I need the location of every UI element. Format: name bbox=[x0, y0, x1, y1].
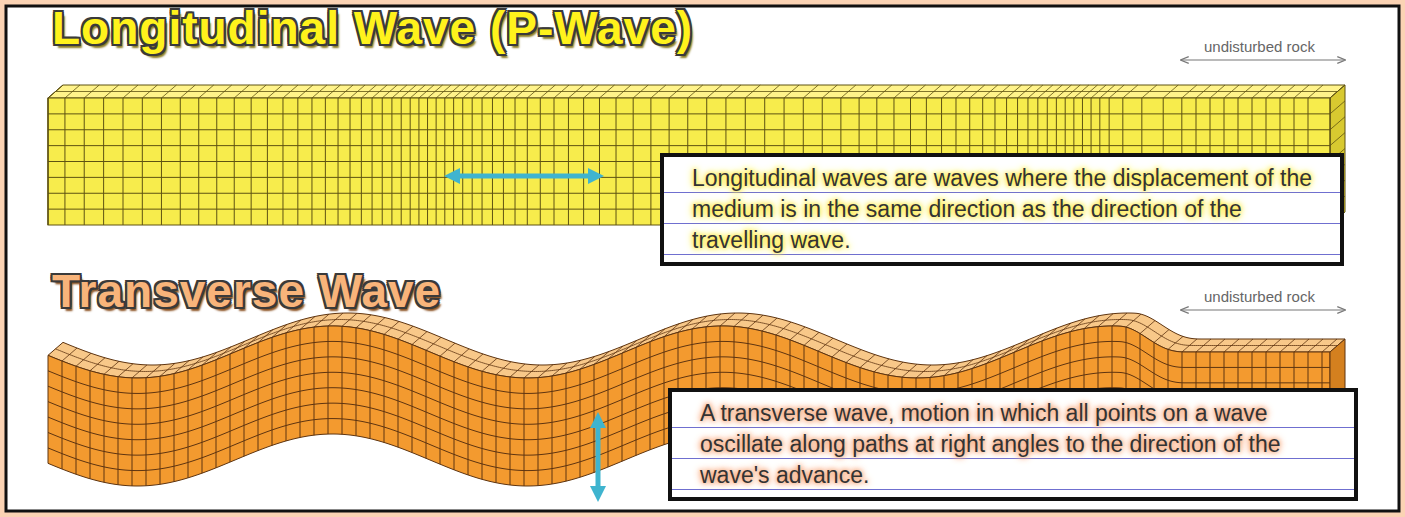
grid-line bbox=[314, 327, 315, 435]
grid-line bbox=[384, 334, 385, 442]
grid-line bbox=[300, 329, 301, 437]
grid-line bbox=[216, 360, 217, 468]
grid-line bbox=[174, 374, 175, 482]
grid-line bbox=[62, 361, 63, 469]
grid-line bbox=[48, 113, 1330, 114]
grid-line bbox=[664, 337, 665, 445]
grid-line bbox=[328, 326, 329, 434]
definition-box: A transverse wave, motion in which all p… bbox=[668, 388, 1358, 501]
definition-box: Longitudinal waves are waves where the d… bbox=[660, 153, 1344, 266]
section-heading: Transverse Wave bbox=[52, 266, 441, 317]
grid-line bbox=[608, 359, 609, 467]
grid-line bbox=[118, 377, 119, 485]
frame bbox=[6, 6, 1399, 511]
grid-line bbox=[454, 362, 455, 470]
grid-line bbox=[272, 337, 273, 445]
extent-arrow bbox=[1182, 309, 1344, 310]
grid-line bbox=[510, 377, 511, 485]
grid-line bbox=[440, 356, 441, 464]
grid-line bbox=[244, 348, 245, 456]
grid-line bbox=[48, 129, 1330, 130]
grid-line bbox=[202, 365, 203, 473]
grid-line bbox=[90, 371, 91, 479]
motion-arrow bbox=[452, 174, 596, 179]
slab-top bbox=[48, 85, 1345, 98]
definition-text: Longitudinal waves are waves where the d… bbox=[692, 163, 1326, 256]
grid-line bbox=[1330, 133, 1345, 146]
grid-line bbox=[538, 378, 539, 486]
motion-arrow bbox=[596, 420, 601, 494]
grid-line bbox=[76, 366, 77, 474]
grid-line bbox=[496, 375, 497, 483]
section-heading: Longitudinal Wave (P-Wave) bbox=[52, 3, 693, 54]
grid-line bbox=[356, 328, 357, 436]
extent-arrow bbox=[1182, 59, 1344, 60]
grid-line bbox=[566, 373, 567, 481]
grid-line bbox=[48, 341, 1330, 393]
grid-line bbox=[342, 326, 343, 434]
grid-line bbox=[622, 353, 623, 461]
grid-line bbox=[636, 347, 637, 455]
grid-line bbox=[468, 367, 469, 475]
extent-label: undisturbed rock bbox=[1204, 38, 1315, 55]
grid-line bbox=[552, 376, 553, 484]
grid-line bbox=[286, 333, 287, 441]
definition-text: A transverse wave, motion in which all p… bbox=[700, 398, 1340, 491]
grid-line bbox=[1330, 117, 1345, 130]
grid-line bbox=[146, 378, 147, 486]
grid-line bbox=[56, 320, 1338, 372]
grid-line bbox=[412, 345, 413, 453]
grid-line bbox=[132, 378, 133, 486]
grid-line bbox=[188, 370, 189, 478]
grid-line bbox=[594, 364, 595, 472]
grid-line bbox=[650, 342, 651, 450]
grid-line bbox=[56, 91, 1338, 92]
grid-line bbox=[580, 369, 581, 477]
grid-line bbox=[524, 378, 525, 486]
grid-line bbox=[1330, 101, 1345, 114]
grid-line bbox=[426, 350, 427, 458]
grid-line bbox=[258, 343, 259, 451]
grid-line bbox=[104, 374, 105, 482]
extent-label: undisturbed rock bbox=[1204, 288, 1315, 305]
grid-line bbox=[48, 145, 1330, 146]
grid-line bbox=[398, 339, 399, 447]
grid-line bbox=[230, 354, 231, 462]
grid-line bbox=[160, 376, 161, 484]
grid-line bbox=[482, 371, 483, 479]
grid-line bbox=[370, 331, 371, 439]
